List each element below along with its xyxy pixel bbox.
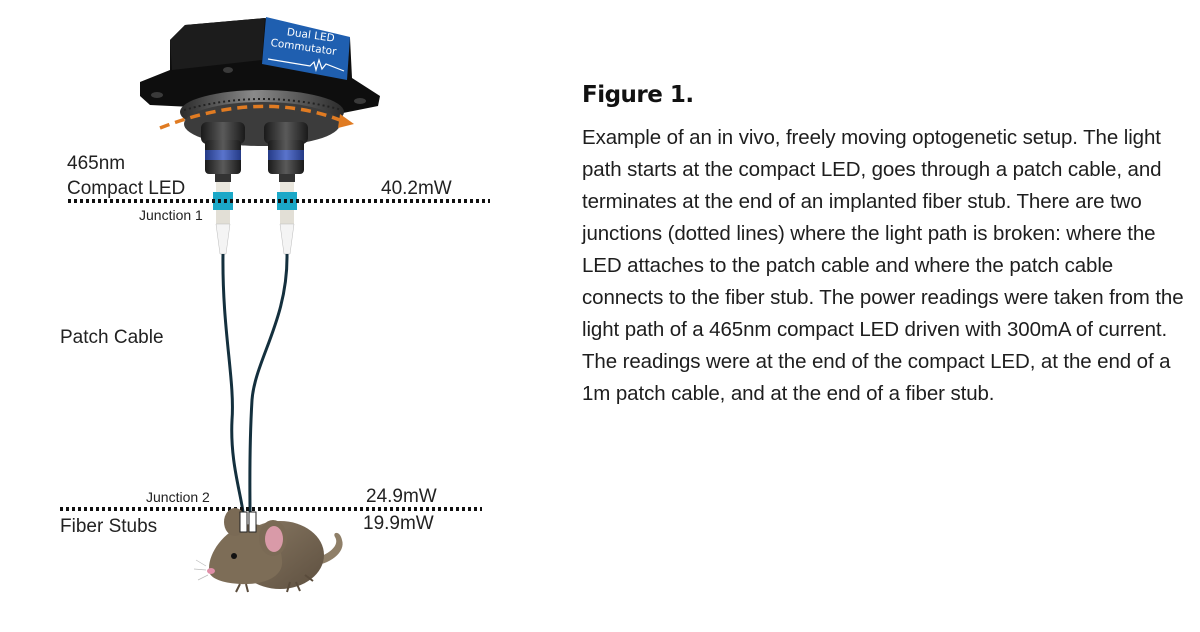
rotation-arrow-icon (159, 104, 346, 130)
patch-cable-label: Patch Cable (60, 327, 164, 348)
fiber-stubs-label: Fiber Stubs (60, 516, 158, 537)
junction-2-label: Junction 2 (146, 489, 210, 505)
mouse-illustration (193, 508, 343, 593)
fiber-stub-left (239, 511, 248, 533)
figure-caption: Figure 1. Example of an in vivo, freely … (582, 82, 1187, 410)
wavelength-label: 465nm (67, 153, 126, 174)
dual-led-commutator: Dual LED Commutator (140, 17, 380, 114)
patch-cable-power-reading: 24.9mW (366, 486, 437, 507)
patch-cable-left (221, 253, 245, 513)
fiber-stub-power-reading: 19.9mW (363, 513, 434, 534)
compact-led-label: Compact LED (67, 178, 186, 199)
compact-led-left (201, 122, 245, 255)
junction-1-label: Junction 1 (139, 207, 203, 223)
fiber-stub-right (248, 511, 257, 533)
patch-cable-right (248, 253, 289, 513)
compact-led-right (264, 122, 308, 255)
figure-description: Example of an in vivo, freely moving opt… (582, 126, 1184, 405)
optogenetic-setup-diagram: Dual LED Commutator (0, 0, 560, 627)
led-power-reading: 40.2mW (381, 178, 452, 199)
setup-illustration: Dual LED Commutator (60, 17, 490, 593)
figure-title: Figure 1. (582, 82, 694, 108)
